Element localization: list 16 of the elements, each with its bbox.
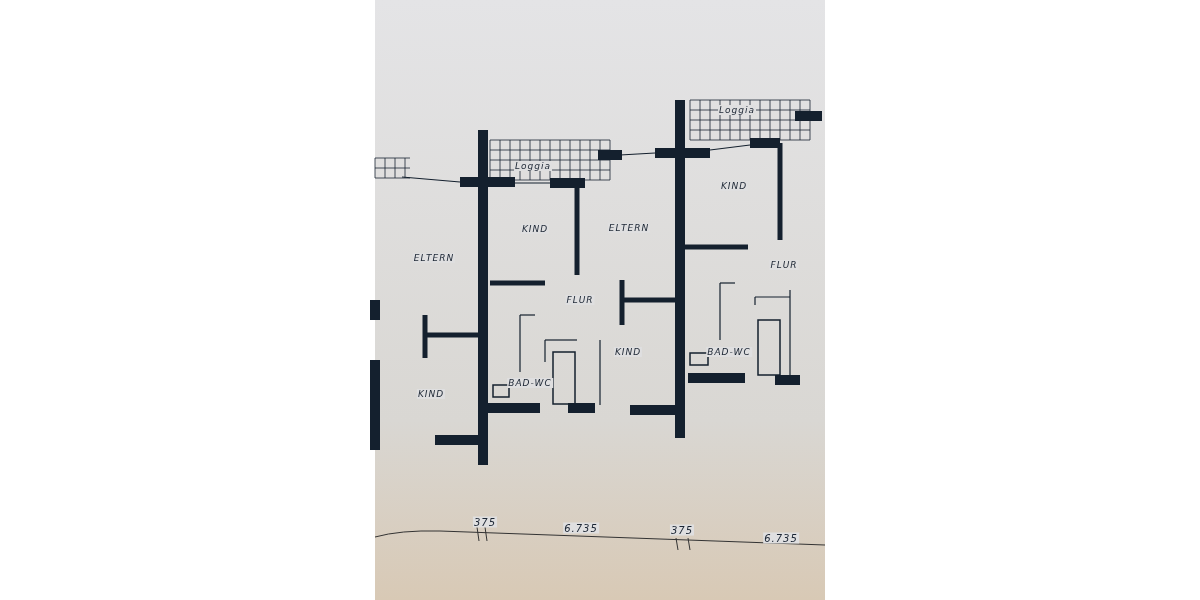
room-label: KIND xyxy=(416,389,446,399)
dimension-label: 6.735 xyxy=(763,532,799,544)
room-label: BAD-WC xyxy=(706,347,752,357)
room-label: FLUR xyxy=(769,260,799,270)
room-label: BAD-WC xyxy=(507,378,553,388)
dimension-label: 375 xyxy=(669,524,695,536)
room-label: ELTERN xyxy=(412,253,456,263)
room-label: KIND xyxy=(719,181,749,191)
room-label: KIND xyxy=(520,224,550,234)
room-label: ELTERN xyxy=(607,223,651,233)
room-label: Loggia xyxy=(514,161,552,171)
room-label: FLUR xyxy=(565,295,595,305)
dimension-label: 375 xyxy=(472,516,498,528)
room-label: Loggia xyxy=(718,105,756,115)
dimension-label: 6.735 xyxy=(563,522,599,534)
room-label: KIND xyxy=(613,347,643,357)
